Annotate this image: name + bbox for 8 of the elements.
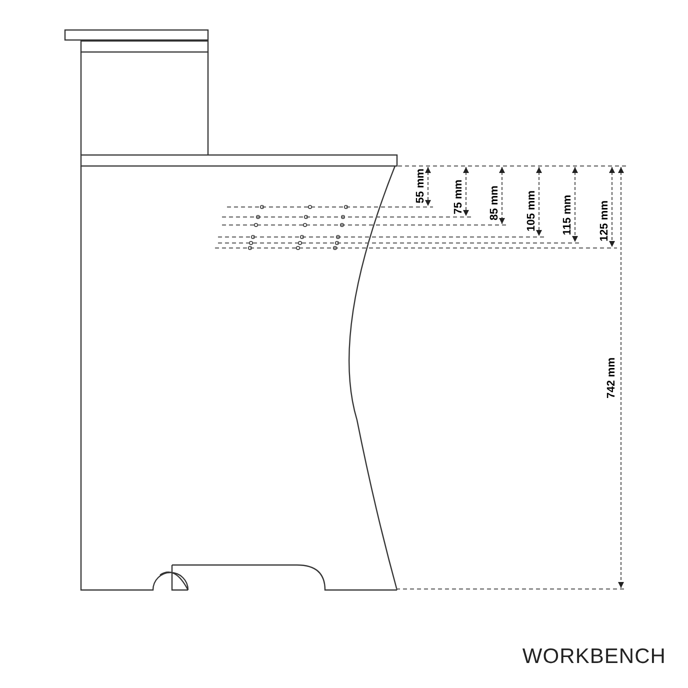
dimension-label: 742 mm <box>606 358 618 398</box>
dimension-label: 115 mm <box>562 194 574 236</box>
product-name: WORKBENCH <box>522 646 666 667</box>
dimension-label: 75 mm <box>454 180 464 214</box>
dimension-label: 85 mm <box>490 186 500 220</box>
dimension-label: 105 mm <box>526 190 538 232</box>
dimension-label: 55 mm <box>416 168 426 204</box>
dimension-label: 125 mm <box>600 200 610 242</box>
